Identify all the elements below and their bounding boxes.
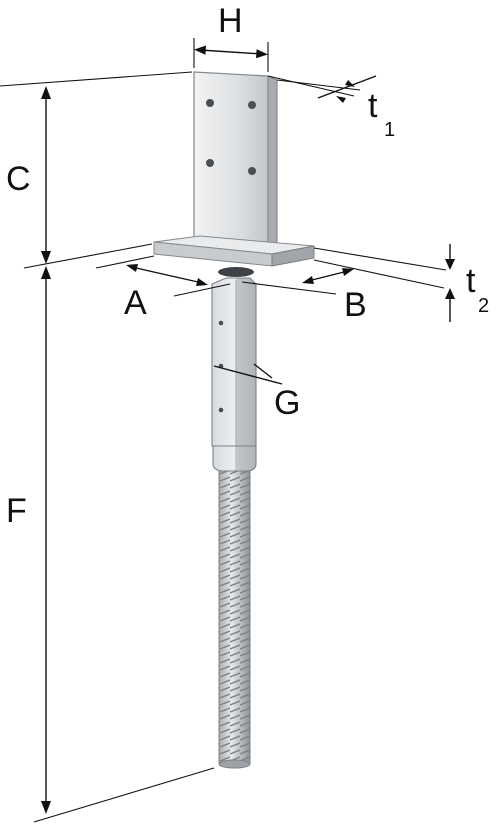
label-G: G xyxy=(274,384,300,422)
sleeve-hole xyxy=(218,407,224,413)
label-t2-subscript: 2 xyxy=(478,295,489,317)
rod-end xyxy=(218,759,251,769)
hex-sleeve xyxy=(211,277,257,447)
label-H: H xyxy=(218,2,243,40)
label-t1: t xyxy=(368,87,378,125)
base-plate-side xyxy=(271,245,315,267)
plate-hole xyxy=(206,159,214,167)
vertical-plate xyxy=(193,71,269,255)
plate-hole xyxy=(248,101,256,109)
plate-hole xyxy=(248,167,256,175)
weld xyxy=(218,267,254,277)
sleeve-hole xyxy=(218,320,224,326)
label-F: F xyxy=(6,492,27,530)
plate-side xyxy=(267,75,278,251)
label-t1-subscript: 1 xyxy=(384,119,395,141)
label-B: B xyxy=(344,286,367,324)
plate-hole xyxy=(206,99,214,107)
hex-nut xyxy=(212,445,257,472)
label-t2: t xyxy=(466,262,476,300)
rod-thread xyxy=(219,471,250,764)
label-C: C xyxy=(6,160,31,198)
label-A: A xyxy=(124,284,147,322)
